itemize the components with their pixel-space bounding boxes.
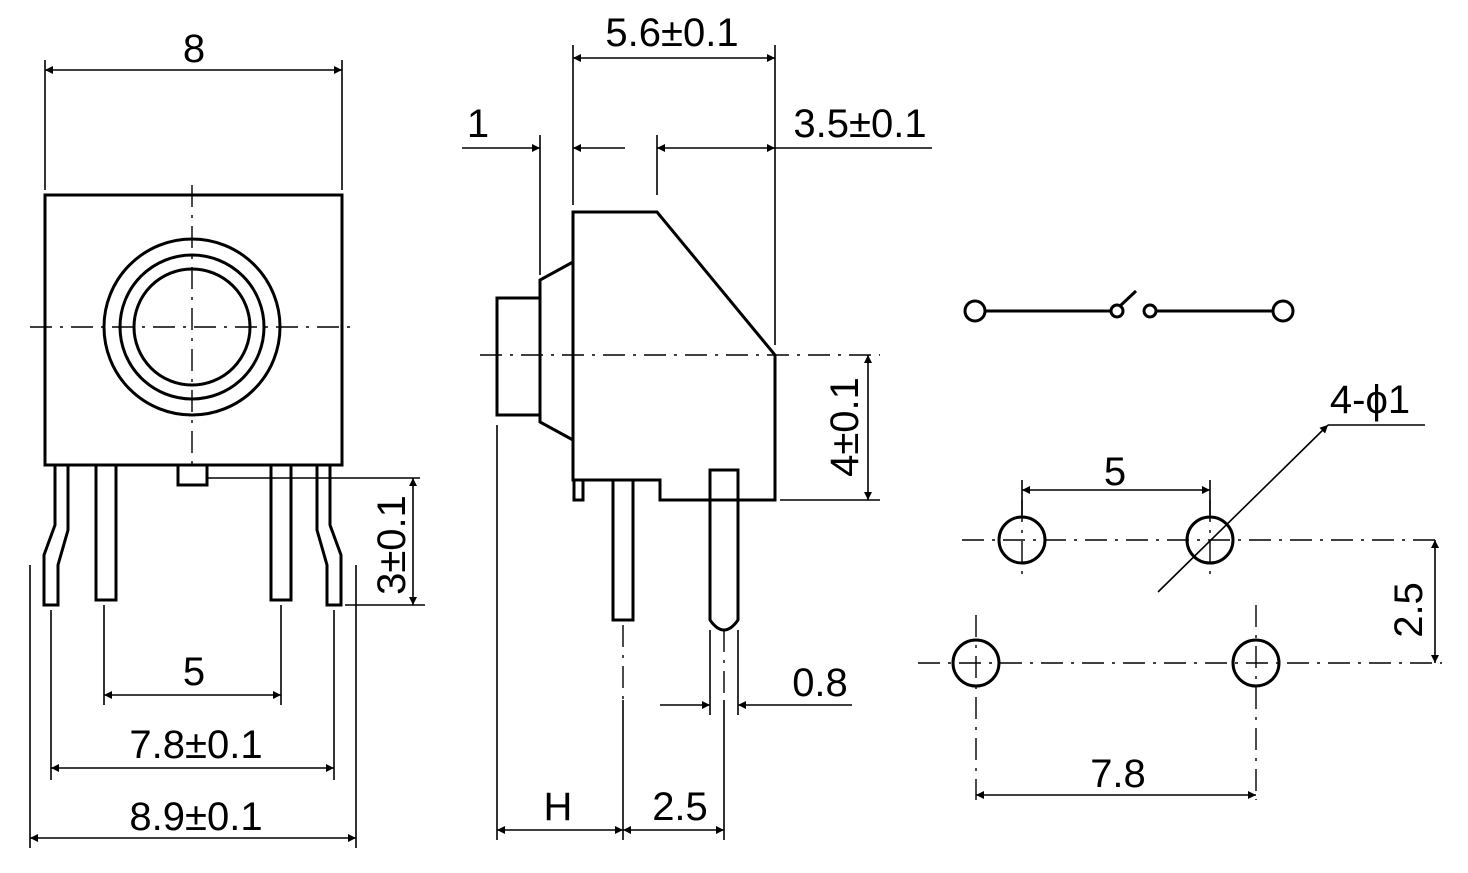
dim-flange: 1 <box>467 102 489 146</box>
front-view: 8 3±0.1 5 7.8±0.1 8.9±0.1 <box>29 27 425 848</box>
front-pin-left <box>94 463 118 602</box>
dim-base-height: 3±0.1 <box>370 495 414 595</box>
dim-pin-spacing: 2.5 <box>652 785 708 829</box>
right-terminal <box>315 465 343 607</box>
switch-symbol <box>963 289 1295 323</box>
hole-upper-right <box>1185 515 1235 565</box>
side-body <box>571 210 777 502</box>
dim-axis-height: 4±0.1 <box>823 377 867 477</box>
dim-overall-width: 8.9±0.1 <box>129 795 262 839</box>
side-nozzle-tip <box>495 296 542 417</box>
dim-row-spacing: 2.5 <box>1387 582 1431 638</box>
pcb-footprint: 5 4-ϕ1 2.5 7.8 <box>918 378 1442 800</box>
side-pin-2 <box>708 468 740 632</box>
hole-lower-right <box>1231 638 1281 688</box>
side-pin-1 <box>611 478 635 622</box>
side-view: 5.6±0.1 1 3.5±0.1 4±0.1 0.8 H 2.5 <box>462 11 932 840</box>
front-pin-right <box>269 463 293 602</box>
left-terminal <box>42 465 70 607</box>
dim-body-depth: 5.6±0.1 <box>605 11 738 55</box>
dim-pin-span: 7.8±0.1 <box>129 723 262 767</box>
dim-top-width: 8 <box>183 27 205 71</box>
hole-spec: 4-ϕ1 <box>1330 378 1410 422</box>
hole-upper-left <box>997 515 1047 565</box>
dim-top-offset: 3.5±0.1 <box>793 102 926 146</box>
hole-lower-left <box>951 638 1001 688</box>
dim-hole-pitch: 5 <box>1104 450 1126 494</box>
side-tab <box>572 478 585 502</box>
dim-outer-span: 7.8 <box>1090 752 1146 796</box>
side-nozzle <box>538 260 574 442</box>
front-body <box>43 193 344 467</box>
dim-pin-pitch: 5 <box>183 650 205 694</box>
dim-pin-diameter: 0.8 <box>792 661 848 705</box>
dim-front-offset: H <box>544 785 573 829</box>
